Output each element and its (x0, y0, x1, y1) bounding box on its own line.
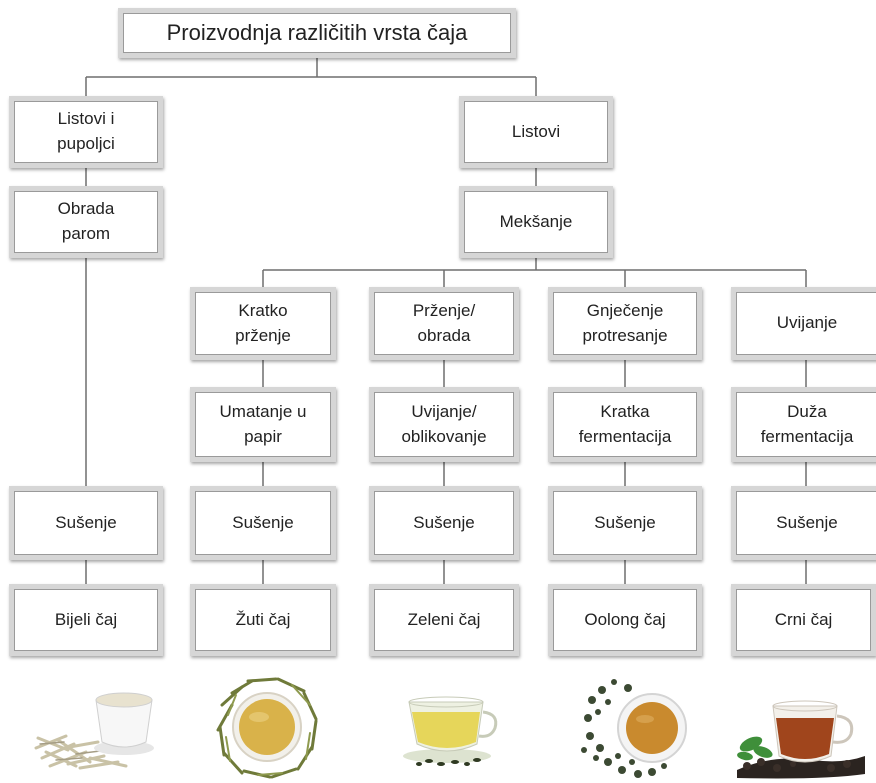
title-box: Proizvodnja različitih vrsta čaja (118, 8, 516, 58)
node-meksanje: Mekšanje (459, 186, 613, 258)
node-obrada-parom: Obrada parom (9, 186, 163, 258)
node-susenje-5: Sušenje (731, 486, 876, 560)
green-tea-cup-icon (403, 696, 498, 766)
node-uvijanje: Uvijanje (731, 287, 876, 360)
node-kratka-fermentacija: Kratka fermentacija (548, 387, 702, 462)
node-susenje-4: Sušenje (548, 486, 702, 560)
node-zeleni-caj: Zeleni čaj (369, 584, 519, 656)
node-przenje-obrada: Prženje/ obrada (369, 287, 519, 360)
white-tea-cup-icon (34, 692, 154, 770)
node-susenje-2: Sušenje (190, 486, 336, 560)
node-umatanje-u-papir: Umatanje u papir (190, 387, 336, 462)
node-zuti-caj: Žuti čaj (190, 584, 336, 656)
node-crni-caj: Crni čaj (731, 584, 876, 656)
node-bijeli-caj: Bijeli čaj (9, 584, 163, 656)
node-susenje-3: Sušenje (369, 486, 519, 560)
node-uvijanje-oblikovanje: Uvijanje/ oblikovanje (369, 387, 519, 462)
node-listovi-i-pupoljci: Listovi i pupoljci (9, 96, 163, 168)
node-susenje-1: Sušenje (9, 486, 163, 560)
black-tea-cup-icon (737, 700, 865, 779)
node-oolong-caj: Oolong čaj (548, 584, 702, 656)
node-kratko-przenje: Kratko prženje (190, 287, 336, 360)
node-listovi: Listovi (459, 96, 613, 168)
yellow-tea-bowl-icon (216, 677, 318, 779)
node-gnjecenje-protresanje: Gnječenje protresanje (548, 287, 702, 360)
oolong-tea-cup-icon (581, 679, 687, 778)
node-duza-fermentacija: Duža fermentacija (731, 387, 876, 462)
